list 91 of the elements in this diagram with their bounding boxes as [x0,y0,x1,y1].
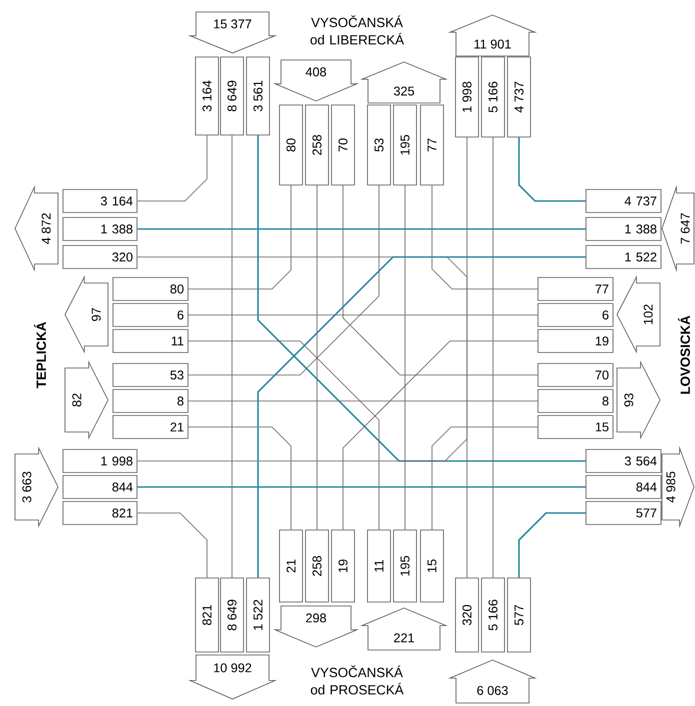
flow-line [188,185,380,376]
total-box: 221 [360,608,448,650]
flow-line [257,135,586,462]
count-box: 5 166 [481,56,505,138]
count-box: 1 522 [246,578,270,652]
count-box: 8 [112,389,188,413]
flow-line [137,137,468,462]
total-box: 4 872 [14,185,58,272]
count-box: 3 164 [62,189,138,213]
total-box: 325 [360,62,448,104]
flow-line [432,185,538,290]
count-box: 258 [305,530,329,602]
count-box: 70 [331,104,355,186]
flow-line [518,137,586,202]
total-box: 15 377 [188,12,278,54]
count-box: 821 [62,501,138,525]
count-box: 8 649 [220,56,244,136]
flow-line [188,426,292,530]
total-box: 4 985 [662,446,694,528]
street-name: VYSOČANSKÁ od LIBERECKÁ [310,15,404,45]
count-box: 577 [586,501,662,525]
count-box: 80 [279,104,303,186]
count-box: 195 [393,104,417,186]
count-box: 577 [507,578,531,652]
total-box: 93 [616,360,660,440]
count-box: 320 [62,245,138,269]
count-box: 6 [538,303,614,327]
count-box: 15 [538,415,614,439]
count-box: 21 [279,530,303,602]
street-name: VYSOČANSKÁ od PROSECKÁ [310,665,404,695]
total-box: 11 901 [448,14,538,56]
count-box: 1 388 [62,217,138,241]
flow-line [137,512,208,578]
flow-line [188,185,292,290]
flow-line [137,135,208,202]
count-box: 19 [331,530,355,602]
count-box: 6 [112,303,188,327]
count-box: 11 [112,329,188,353]
flow-line [432,426,538,530]
total-box: 7 647 [662,184,694,272]
count-box: 3 561 [246,56,270,136]
count-box: 5 166 [481,578,505,652]
count-box: 258 [305,104,329,186]
count-box: 844 [586,475,662,499]
street-name: TEPLICKÁ [34,322,46,388]
count-box: 821 [195,578,219,652]
count-box: 21 [112,415,188,439]
count-box: 320 [455,578,479,652]
flow-line [188,400,538,402]
flow-line [188,340,380,530]
count-box: 844 [62,475,138,499]
total-box: 408 [273,60,359,102]
flow-line [404,185,406,530]
flow-line [492,137,494,578]
count-box: 77 [420,104,444,186]
count-box: 8 [538,389,614,413]
flow-line [188,314,538,316]
flow-line [257,256,586,578]
count-box: 1 522 [586,245,662,269]
total-box: 102 [616,275,660,354]
count-box: 4 737 [507,56,531,138]
count-box: 11 [367,530,391,602]
flow-line [137,486,586,488]
flow-line [518,512,586,578]
count-box: 70 [538,363,614,387]
count-box: 1 388 [586,217,662,241]
flow-line [137,256,468,578]
count-box: 195 [393,530,417,602]
count-box: 80 [112,277,188,301]
count-box: 1 998 [455,56,479,138]
count-box: 3 564 [586,449,662,473]
count-box: 15 [420,530,444,602]
total-box: 97 [64,275,108,354]
total-box: 298 [273,606,359,648]
total-box: 3 663 [14,446,58,528]
flow-line [316,185,318,530]
flow-line [137,228,586,230]
count-box: 1 998 [62,449,138,473]
total-box: 10 992 [188,654,277,700]
total-box: 82 [64,360,108,440]
count-box: 53 [112,363,188,387]
count-box: 3 164 [195,56,219,136]
count-box: 4 737 [586,189,662,213]
street-name: LOVOSICKÁ [678,316,690,394]
count-box: 8 649 [220,578,244,652]
count-box: 77 [538,277,614,301]
count-box: 53 [367,104,391,186]
flow-line [342,340,538,530]
flow-line [342,185,538,376]
total-box: 6 063 [448,660,537,704]
count-box: 19 [538,329,614,353]
